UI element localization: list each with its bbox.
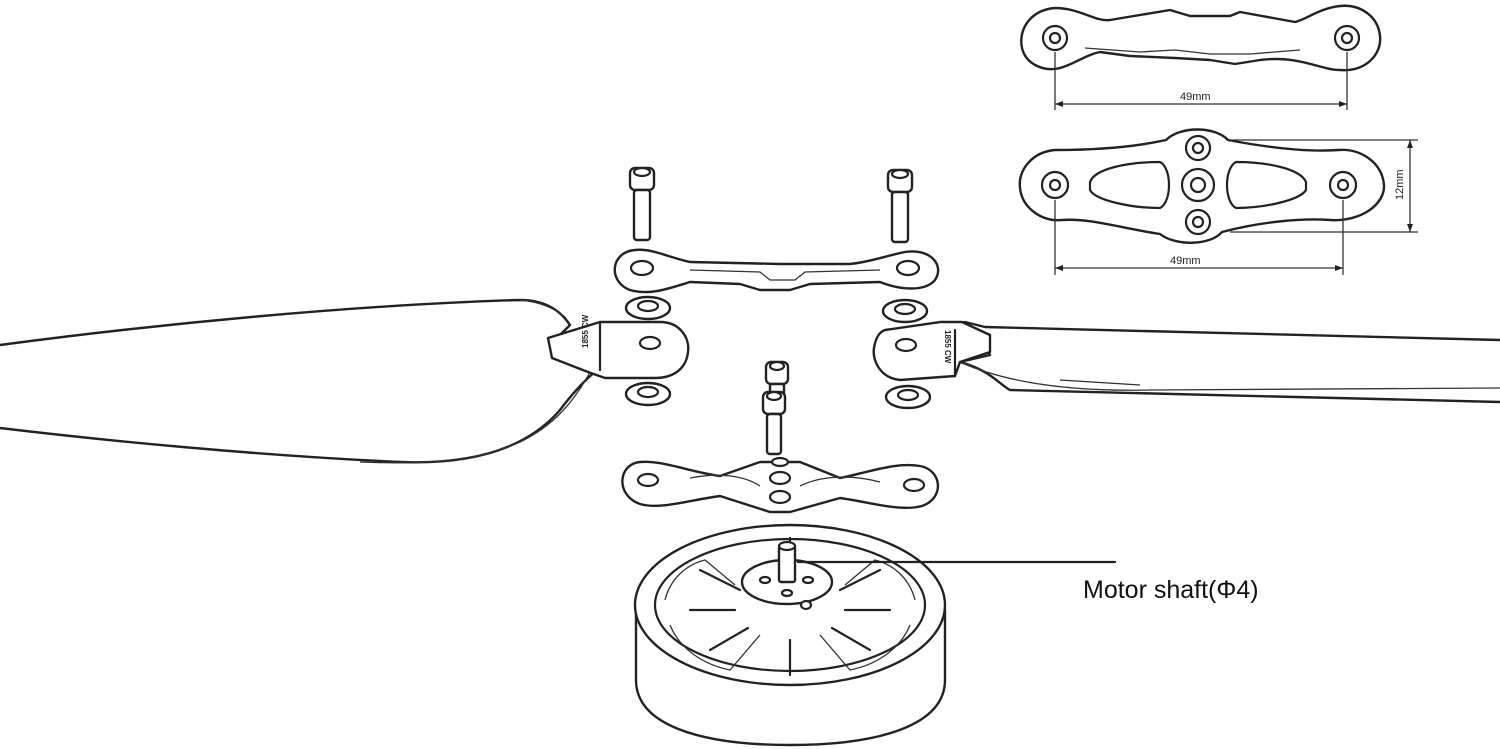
washer-top-left (624, 295, 672, 321)
center-bolt-lower (761, 390, 787, 456)
detail-top-width-label: 49mm (1180, 91, 1211, 103)
right-blade-marking: 1855 CW (943, 330, 952, 364)
detail-bottom-width-dimension: 49mm (1054, 200, 1344, 275)
right-blade-hub: 1855 CW (872, 320, 992, 382)
left-blade-hub: 1855 CW (546, 314, 690, 380)
bottom-hub-plate (621, 456, 940, 514)
detail-bottom-width-label: 49mm (1170, 255, 1201, 267)
left-propeller-blade (0, 298, 602, 464)
top-right-bolt (886, 168, 914, 244)
detail-top-plate (1020, 4, 1382, 72)
washer-bottom-left (624, 381, 672, 407)
detail-top-dimension: 49mm (1054, 52, 1348, 110)
left-blade-marking: 1855 CW (581, 314, 590, 348)
right-propeller-blade (943, 320, 1500, 404)
detail-bottom-height-label: 12mm (1394, 169, 1406, 200)
motor-shaft-label: Motor shaft(Φ4) (1083, 576, 1259, 604)
top-clamp-plate (613, 248, 940, 294)
top-left-bolt (628, 166, 656, 242)
washer-top-right (881, 298, 929, 324)
detail-bottom-plate (1018, 128, 1386, 244)
washer-bottom-right (884, 384, 932, 410)
brushless-motor (633, 523, 947, 747)
detail-bottom-height-dimension: 12mm (1230, 139, 1418, 233)
